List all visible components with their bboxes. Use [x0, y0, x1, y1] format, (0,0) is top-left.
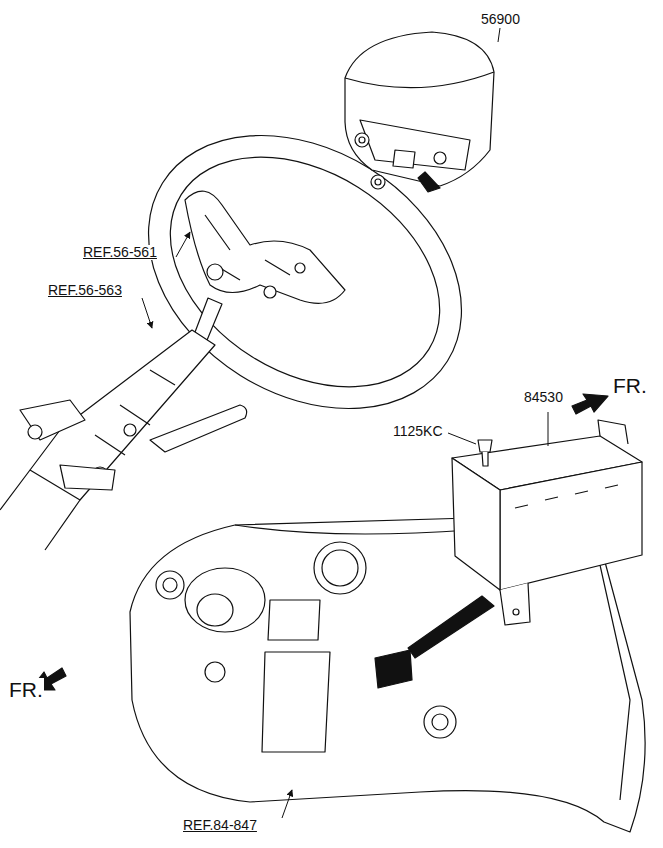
passenger-airbag-module: [482, 452, 488, 466]
steering-wheel: [205, 215, 290, 280]
steering-wheel: [295, 263, 305, 273]
steering-column: [124, 424, 136, 436]
dashboard: [163, 578, 177, 592]
passenger-airbag-module: [452, 420, 642, 625]
steering-wheel: [185, 191, 345, 303]
leader-line: [142, 28, 548, 818]
dashboard: [314, 542, 366, 594]
dashboard: [424, 706, 456, 738]
steering-column: [0, 470, 80, 550]
steering-wheel: [207, 264, 223, 280]
passenger-airbag-module: [452, 458, 500, 590]
passenger-airbag-module: [500, 462, 642, 590]
driver-airbag-module: [345, 72, 494, 88]
driver-airbag-module: [359, 137, 365, 143]
steering-column: [60, 465, 115, 490]
illustration: [0, 32, 645, 832]
callout-number: 84530: [523, 390, 564, 405]
passenger-airbag-module: [598, 420, 628, 444]
dashboard: [268, 600, 320, 640]
dashboard: [197, 594, 233, 626]
passenger-airbag-module: [500, 583, 530, 625]
dashboard: [262, 652, 330, 752]
front-direction: FR.: [612, 374, 648, 397]
steering-column: [0, 298, 247, 550]
location-pointer: [408, 596, 494, 658]
leader-line: [142, 298, 152, 328]
driver-airbag-module: [418, 172, 440, 192]
leader-line: [176, 232, 190, 257]
leader-line: [498, 28, 500, 42]
dashboard: [432, 714, 448, 730]
dashboard: [375, 650, 412, 688]
passenger-airbag-module: [513, 609, 519, 615]
leader-line: [548, 412, 549, 446]
callout-number: 1125KC: [392, 424, 444, 439]
leader-line: [282, 790, 292, 818]
callout-number: 56900: [480, 12, 521, 27]
dashboard: [600, 565, 630, 800]
driver-airbag-module: [355, 133, 369, 147]
steering-column: [28, 425, 42, 439]
driver-airbag-module: [345, 32, 494, 186]
passenger-airbag-module: [515, 485, 618, 508]
driver-airbag-module: [375, 179, 381, 185]
driver-airbag-module: [434, 152, 446, 164]
dashboard: [185, 568, 265, 632]
steering-wheel: [128, 110, 482, 434]
steering-wheel: [264, 286, 276, 298]
dashboard: [205, 662, 225, 682]
dashboard: [322, 550, 358, 586]
steering-column: [150, 405, 247, 452]
front-direction: FR.: [8, 678, 44, 701]
reference-label: REF.56-561: [82, 245, 158, 260]
reference-label: REF.84-847: [182, 818, 258, 833]
leader-line: [448, 433, 476, 444]
front-arrow: [572, 394, 608, 414]
driver-airbag-module: [345, 32, 494, 192]
passenger-airbag-module: [478, 440, 492, 452]
driver-airbag-module: [393, 150, 415, 168]
reference-label: REF.56-563: [47, 283, 123, 298]
dashboard: [156, 571, 184, 599]
steering-column: [20, 400, 85, 440]
driver-airbag-module: [371, 175, 385, 189]
driver-airbag-module: [360, 120, 470, 170]
